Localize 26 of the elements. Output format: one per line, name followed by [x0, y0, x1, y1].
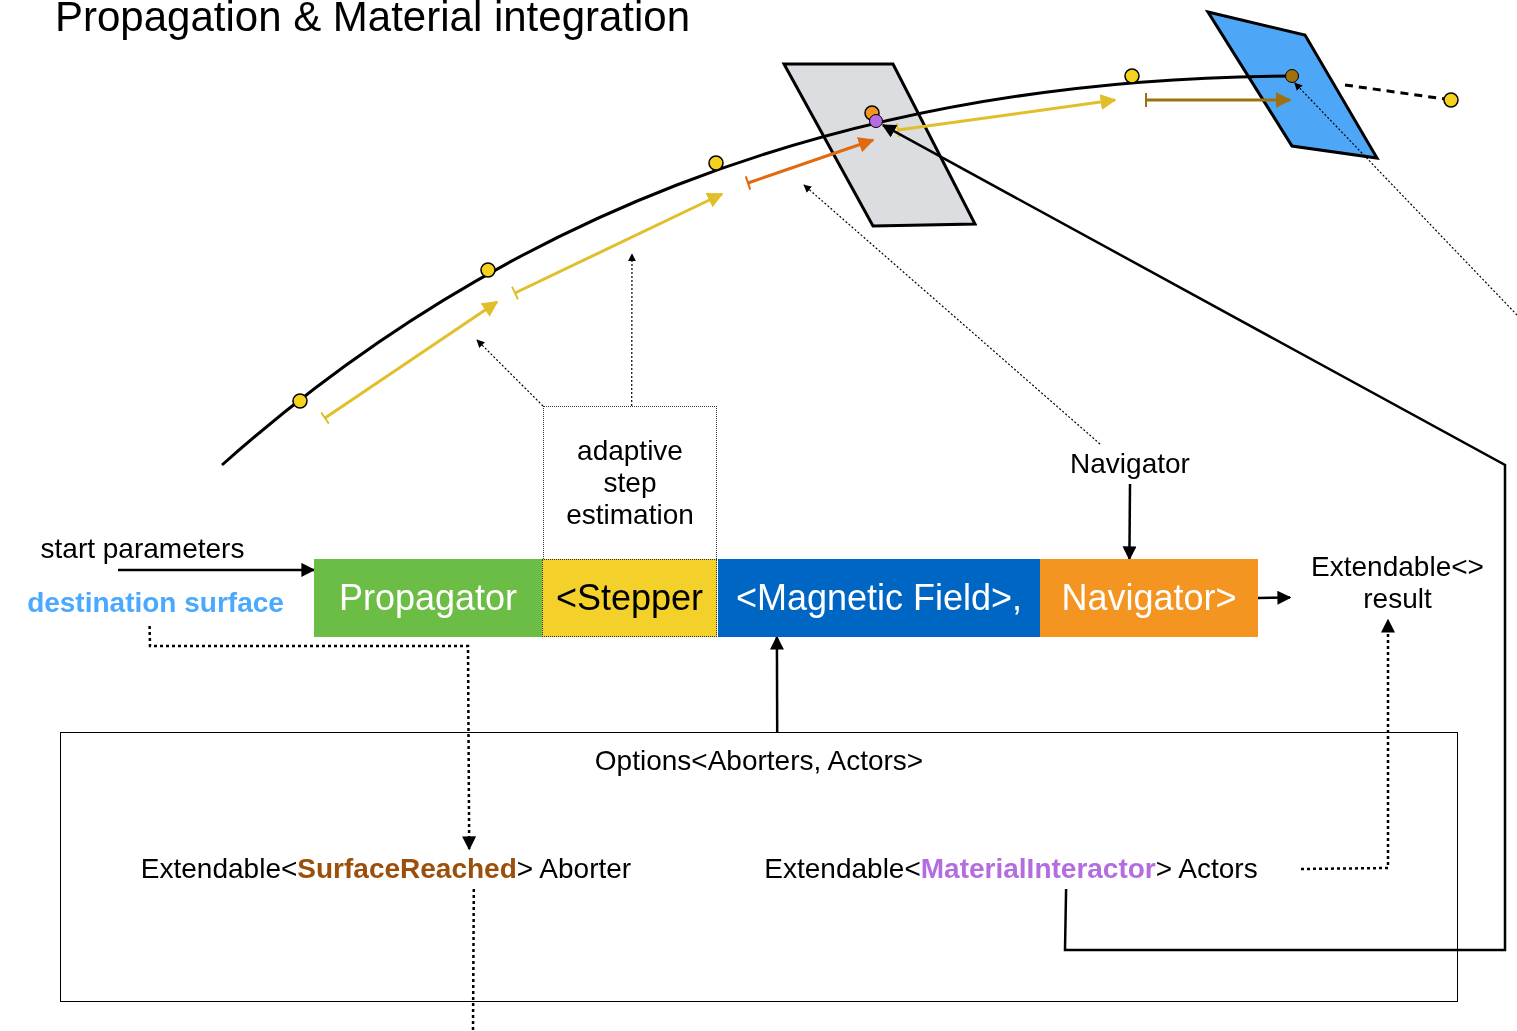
arrow: [881, 124, 1507, 952]
box-title: Options<Aborters, Actors>: [594, 745, 924, 777]
class-box: Propagator: [314, 559, 542, 637]
leader-line: [803, 184, 1101, 445]
dotted-line: [471, 889, 476, 1031]
arrow: [118, 562, 316, 577]
input-label: start parameters: [20, 528, 265, 570]
output-label: Extendable<> result: [1290, 545, 1505, 620]
input-label: destination surface: [8, 580, 303, 626]
note-box: adaptive step estimation: [543, 406, 717, 559]
type-label: Extendable<SurfaceReached> Aborter: [101, 849, 671, 889]
type-label: Extendable<MaterialInteractor> Actors: [721, 849, 1301, 889]
arrow: [1122, 484, 1137, 561]
arrow: [769, 635, 784, 732]
dotted-arrow: [148, 625, 477, 851]
input-label: Navigator: [1055, 444, 1205, 484]
class-box: <Stepper: [542, 559, 717, 637]
dotted-arrow: [1301, 618, 1395, 871]
leader-line: [1294, 82, 1517, 316]
class-box: Navigator>: [1040, 559, 1258, 637]
diagram-title: Propagation & Material integration: [55, 0, 691, 42]
leader-line: [628, 253, 636, 407]
arrow: [1257, 590, 1292, 605]
options-box: [60, 732, 1458, 1002]
leader-line: [476, 339, 544, 407]
class-box: <Magnetic Field>,: [718, 559, 1040, 637]
